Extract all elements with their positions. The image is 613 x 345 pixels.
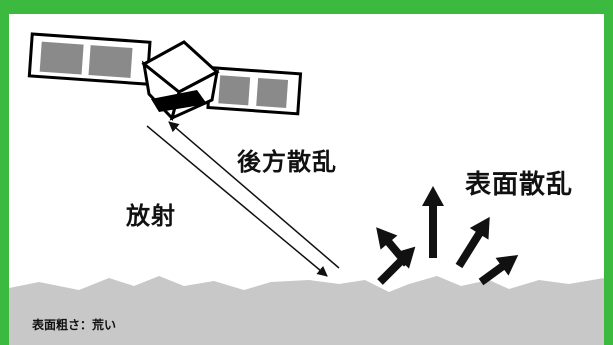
backscatter-arrow — [168, 121, 340, 269]
scatter-arrow — [422, 186, 444, 258]
surface-scatter-arrows — [376, 186, 519, 286]
surface-roughness-label: 表面粗さ：荒い — [32, 318, 117, 332]
rough-ground — [9, 276, 604, 345]
scatter-arrow — [377, 246, 416, 285]
scatter-arrow — [455, 216, 490, 269]
scatter-arrow — [376, 227, 411, 267]
emission-arrow — [146, 125, 328, 277]
satellite-icon — [27, 32, 303, 121]
surface-scattering-label: 表面散乱 — [465, 170, 574, 200]
emission-label: 放射 — [126, 202, 176, 230]
scatter-arrow — [478, 254, 519, 286]
scene-canvas — [9, 32, 604, 345]
backscatter-label: 後方散乱 — [237, 148, 337, 176]
